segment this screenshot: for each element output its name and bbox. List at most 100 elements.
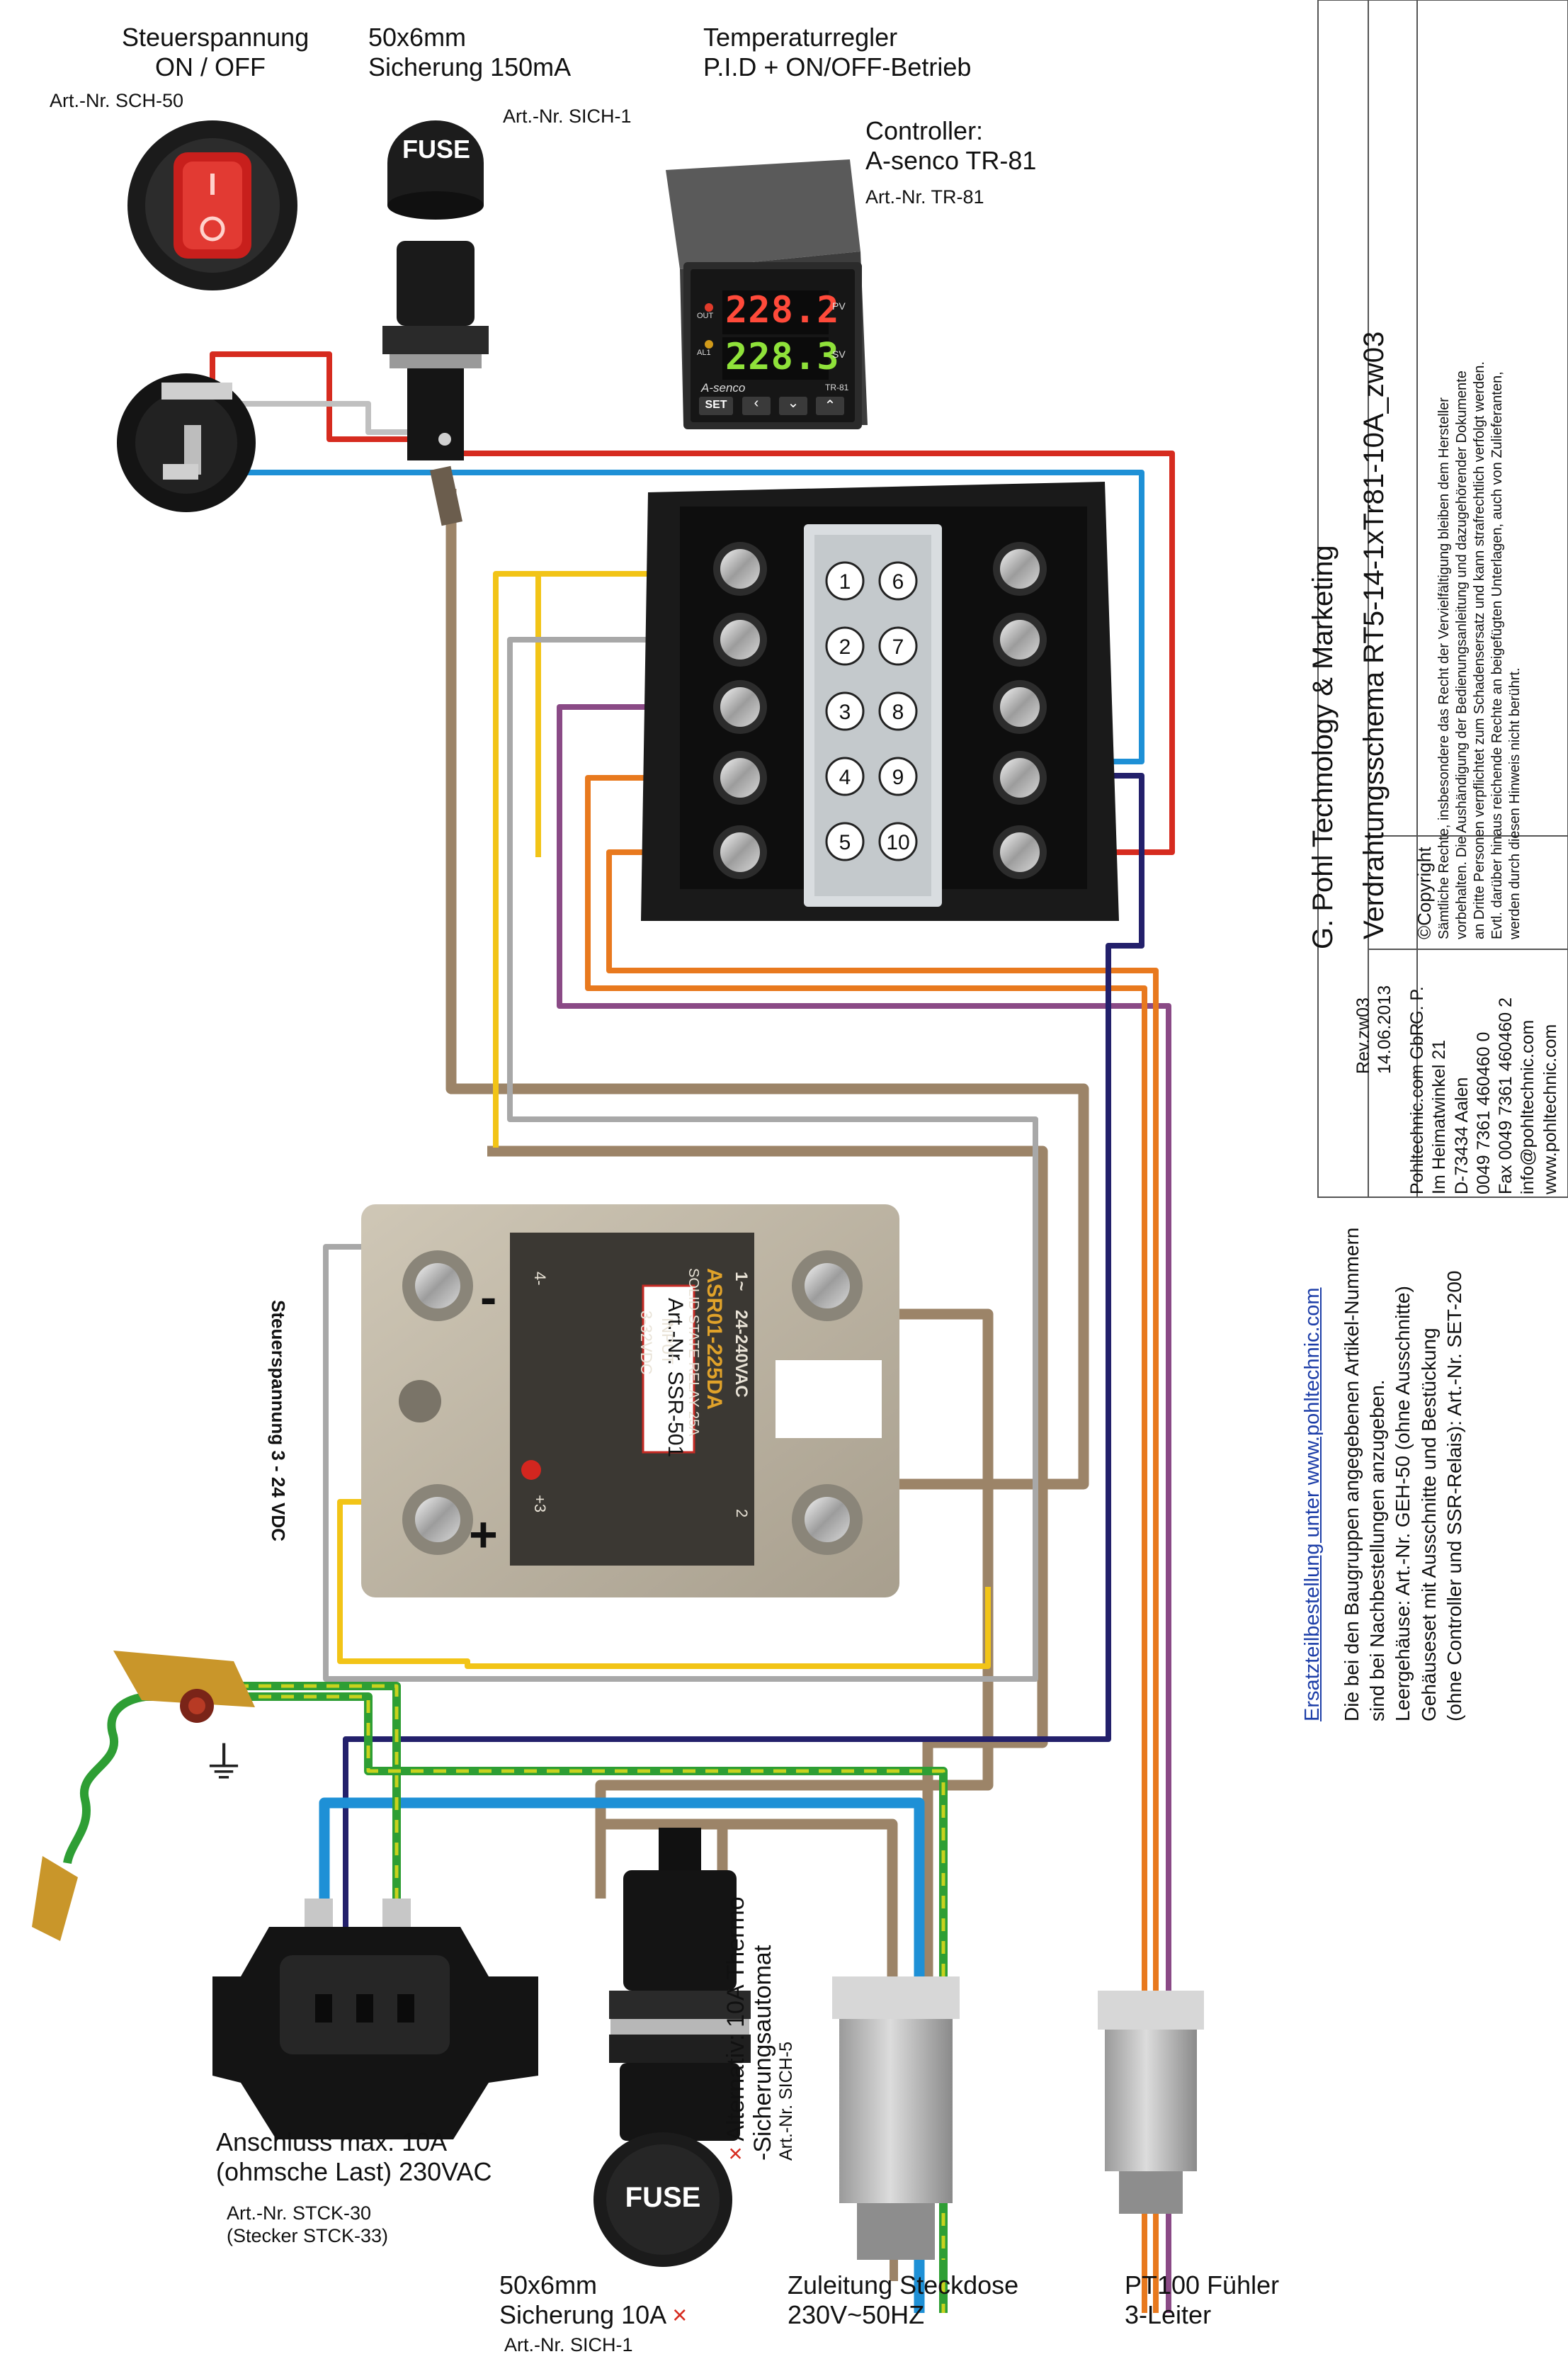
info-lines: Die bei den Baugruppen angegebenen Artik… [1339, 1228, 1468, 1721]
controller-brand: A-senco [701, 381, 746, 395]
ssr-face-terminal-4: 4- [531, 1272, 549, 1286]
ssr-face-terminal-2: 2 [733, 1509, 751, 1518]
terminal-screw-6 [1000, 549, 1040, 589]
inlet-art-line-2: (Stecker STCK-33) [227, 2225, 389, 2247]
copyright-line-5: werden durch diesen Hinweis nicht berühr… [1507, 667, 1523, 939]
controller-up-button-icon[interactable]: ⌃ [824, 398, 836, 414]
copyright-line-4: Evtl. darüber hinaus reichende Rechte an… [1489, 371, 1505, 939]
terminal-number-2: 2 [839, 635, 851, 659]
ssr-face-type: SOLID STATE RELAY 25A [686, 1268, 701, 1437]
info-line-1: Die bei den Baugruppen angegebenen Artik… [1340, 1227, 1363, 1721]
wire-brown-loop-a [487, 1145, 1048, 2033]
spare-parts-link[interactable]: Ersatzteilbestellung unter www.pohltechn… [1301, 1287, 1324, 1721]
address-line-6: info@pohltechnic.com [1518, 1019, 1538, 1194]
controller-pv-display: 228.2 [725, 289, 840, 332]
terminal-screws-right [993, 542, 1047, 879]
terminal-number-8: 8 [892, 701, 904, 724]
controller-title-line-1: Controller: [865, 116, 984, 145]
pt100-title-line-1: PT100 Fühler [1125, 2270, 1280, 2299]
controller-sv-label: SV [832, 349, 846, 360]
terminal-number-circle-8 [878, 691, 918, 731]
address-line-5: Fax 0049 7361 460460 2 [1496, 997, 1516, 1194]
wire-brown-loop-b [601, 1818, 898, 2033]
address-line-1: Pohltechnic.com GbR [1407, 1023, 1427, 1194]
wire-grey-switch [212, 401, 425, 435]
terminal-screw-10 [1000, 832, 1040, 872]
wire-purple [557, 704, 1171, 2313]
terminal-number-circle-5 [825, 822, 865, 861]
terminal-number-9: 9 [892, 766, 904, 789]
address-line-4: 0049 7361 460460 0 [1473, 1031, 1494, 1194]
alt-breaker-title-2: -Sicherungsautomat [749, 1945, 777, 2161]
solid-state-relay [361, 1204, 899, 1597]
terminal-screw-8 [1000, 687, 1040, 727]
title-block-date: 14.06.2013 [1375, 985, 1394, 1074]
controller-down-button-icon[interactable]: ⌄ [787, 395, 800, 411]
controller-art-number: Art.-Nr. TR-81 [865, 186, 984, 208]
title-block: G. Pohl Technology & Marketing Verdrahtu… [1307, 0, 1568, 1194]
switch-title-line-2: ON / OFF [155, 52, 266, 82]
info-line-5: (ohne Controller und SSR-Relais): Art.-N… [1443, 1270, 1466, 1721]
switch-title: Steuerspannung ON / OFF [122, 23, 309, 83]
fuse-bottom-title: 50x6mm Sicherung 10A × [499, 2270, 687, 2331]
terminal-number-circle-1 [825, 561, 865, 601]
ssr-control-voltage-label: Steuerspannung 3 - 24 VDC [268, 1300, 289, 1541]
terminal-number-circle-3 [825, 691, 865, 731]
controller-tr81 [666, 159, 868, 429]
controller-left-button-icon[interactable]: ‹ [754, 395, 759, 411]
inlet-art-line-1: Art.-Nr. STCK-30 [227, 2202, 372, 2224]
inlet-title-line-2: (ohmsche Last) 230VAC [216, 2157, 492, 2187]
terminal-screw-1 [720, 549, 760, 589]
ssr-face-text-2: 24-240VAC [732, 1310, 751, 1398]
cable-gland-pt100 [1098, 1991, 1204, 2214]
ssr-face-input: INPUT [659, 1318, 676, 1364]
controller-pv-label: PV [832, 300, 846, 312]
copyright-lines: Sämtliche Rechte, insbesondere das Recht… [1436, 361, 1524, 939]
terminal-number-1: 1 [839, 570, 851, 594]
terminal-number-circle-7 [878, 626, 918, 666]
fuse-bottom-art-number: Art.-Nr. SICH-1 [504, 2334, 633, 2355]
controller-title-line-2: A-senco TR-81 [865, 146, 1037, 176]
mains-inlet [212, 1899, 538, 2139]
ssr-plus-sign: + [469, 1507, 498, 1562]
cable-gland-socket [832, 1976, 960, 2260]
inlet-art-number: Art.-Nr. STCK-30 (Stecker STCK-33) [227, 2202, 388, 2248]
fuse-cap-top [387, 120, 484, 220]
pt100-title: PT100 Fühler 3-Leiter [1125, 2270, 1279, 2331]
alt-breaker-line-1: × Alternativ: 10A Thermo [722, 1896, 749, 2161]
alt-breaker-title-1: Alternativ: 10A Thermo [722, 1896, 749, 2142]
switch-title-line-1: Steuerspannung [122, 23, 309, 52]
fuse-bottom-cap-text: FUSE [625, 2182, 701, 2213]
rocker-switch-front [127, 120, 297, 290]
info-line-4: Gehäuseset mit Ausschnitte und Bestückun… [1417, 1328, 1440, 1721]
address-line-7: www.pohltechnic.com [1540, 1024, 1560, 1194]
title-block-schema: Verdrahtungsschema RT5-14-1xTr81-10A_zw0… [1358, 331, 1390, 939]
title-block-rev: Rev.zw03 [1353, 997, 1373, 1074]
wire-brown-fuse-drop [445, 489, 1089, 1490]
ground-symbol: ⏚ [202, 1737, 246, 1789]
info-line-2: sind bei Nachbestellungen anzugeben. [1366, 1379, 1389, 1721]
socket-title: Zuleitung Steckdose 230V~50HZ [788, 2270, 1018, 2331]
terminal-number-circle-4 [825, 757, 865, 796]
info-block: Ersatzteilbestellung unter www.pohltechn… [1300, 1228, 1468, 1721]
terminal-screw-2 [720, 620, 760, 660]
ssr-face-voltage: 3-32VDC [637, 1311, 655, 1375]
terminal-screw-4 [720, 758, 760, 798]
terminal-number-6: 6 [892, 570, 904, 594]
fuse-bottom-title-line-2: Sicherung 10A × [499, 2300, 687, 2330]
pt100-title-line-2: 3-Leiter [1125, 2300, 1212, 2330]
wire-earth-curl [63, 1692, 147, 1865]
controller-model: TR-81 [825, 383, 849, 392]
terminal-number-7: 7 [892, 635, 904, 659]
wire-earth-1 [145, 1682, 401, 1941]
copyright-line-3: an Dritte Personen verpflichtet zum Scha… [1472, 361, 1487, 939]
socket-title-line-1: Zuleitung Steckdose [788, 2270, 1019, 2299]
wire-orange-1 [585, 775, 1147, 2313]
terminal-number-circle-6 [878, 561, 918, 601]
title-block-copyright: ©Copyright Sämtliche Rechte, insbesonder… [1414, 361, 1524, 939]
controller-set-button[interactable]: SET [705, 399, 727, 411]
wire-earth-2b [145, 1695, 945, 2313]
